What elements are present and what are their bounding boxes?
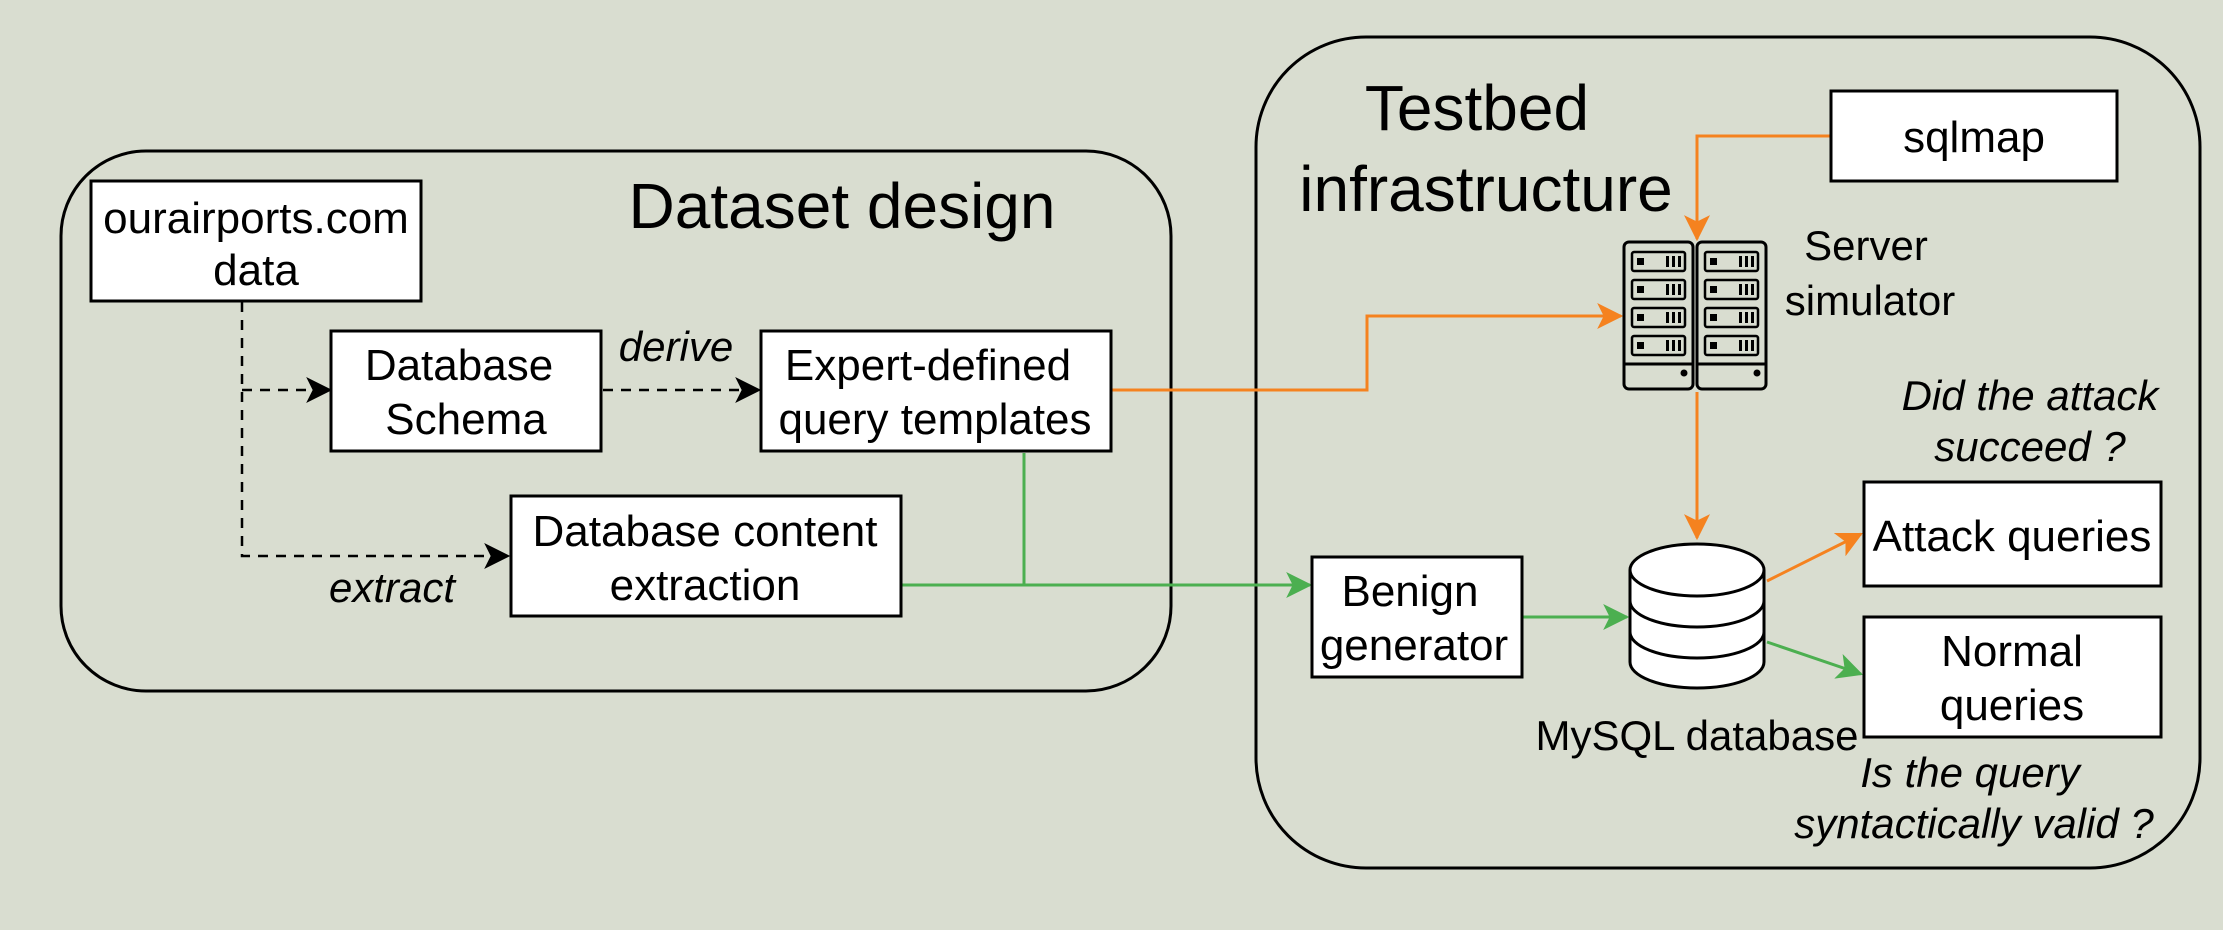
database-schema-line2: Schema	[385, 395, 547, 444]
content-extraction-box: Database content extraction	[509, 494, 903, 618]
extract-label: extract	[329, 564, 457, 611]
derive-label: derive	[619, 323, 733, 370]
normal-question-line1: Is the query	[1860, 749, 2082, 796]
source-data-box: ourairports.com data	[89, 179, 423, 303]
sqlmap-to-server-arrow	[1684, 134, 1830, 242]
testbed-container	[1254, 35, 2202, 870]
normal-queries-line2: queries	[1940, 681, 2084, 730]
content-extraction-line1: Database content	[533, 507, 878, 556]
query-templates-line2: query templates	[778, 395, 1091, 444]
normal-question-line2: syntactically valid ?	[1794, 800, 2154, 847]
attack-question-line1: Did the attack	[1902, 372, 2161, 419]
database-schema-box: Database Schema	[329, 329, 603, 453]
dataset-design-container	[59, 149, 1173, 693]
attack-question-line2: succeed ?	[1934, 423, 2126, 470]
server-label-line2: simulator	[1785, 277, 1955, 324]
templates-to-server-arrow	[1112, 303, 1624, 392]
normal-queries-box: Normal queries	[1862, 615, 2163, 739]
database-label: MySQL database	[1536, 712, 1859, 759]
attack-queries-box: Attack queries	[1862, 480, 2163, 588]
database-to-attack-arrow	[1766, 532, 1863, 583]
database-to-normal-arrow	[1766, 640, 1864, 679]
benign-generator-box: Benign generator	[1310, 555, 1524, 679]
extract-arrow	[240, 302, 511, 569]
query-templates-line1: Expert-defined	[785, 341, 1071, 390]
testbed-title-line1: Testbed	[1365, 72, 1589, 144]
sqlmap-label: sqlmap	[1903, 113, 2045, 162]
attack-queries-label: Attack queries	[1873, 512, 2152, 561]
dataset-design-title: Dataset design	[629, 170, 1056, 242]
sqlmap-box: sqlmap	[1829, 89, 2119, 183]
normal-queries-line1: Normal	[1941, 627, 2083, 676]
benign-generator-line1: Benign	[1341, 567, 1478, 616]
source-data-line1: ourairports.com	[103, 194, 409, 243]
source-data-line2: data	[213, 246, 299, 295]
content-extraction-line2: extraction	[610, 561, 801, 610]
benign-generator-line2: generator	[1320, 621, 1508, 670]
server-label-line1: Server	[1804, 222, 1928, 269]
database-schema-line1: Database	[365, 341, 553, 390]
query-templates-box: Expert-defined query templates	[759, 329, 1113, 453]
testbed-title-line2: infrastructure	[1299, 153, 1672, 225]
database-cylinder-icon	[1628, 542, 1766, 690]
server-rack-icon	[1622, 240, 1768, 391]
